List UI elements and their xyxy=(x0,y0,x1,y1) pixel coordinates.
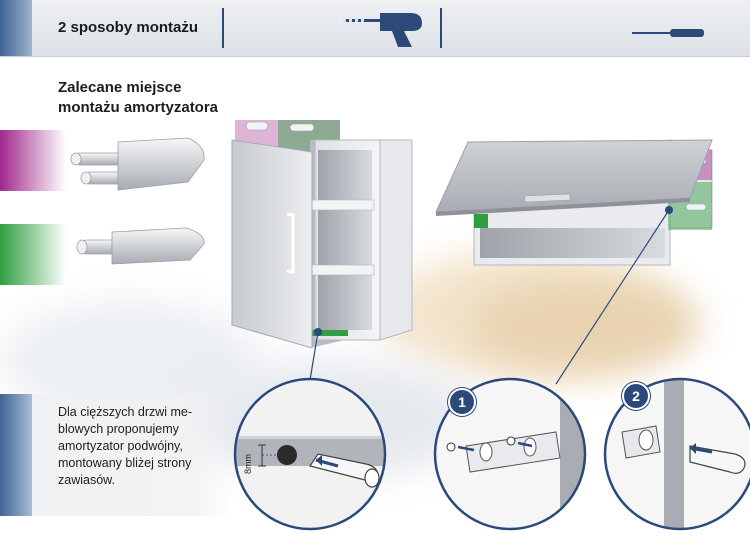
description-line: zawiasów. xyxy=(58,473,115,487)
detail-circle-door xyxy=(233,377,387,531)
description-panel xyxy=(0,394,235,516)
description-line: amortyzator podwójny, xyxy=(58,439,183,453)
magenta-band xyxy=(0,130,66,191)
callout-line xyxy=(555,209,670,385)
description-accent xyxy=(0,394,32,516)
description-line: blowych proponujemy xyxy=(58,422,179,436)
step-2-badge: 2 xyxy=(622,382,650,410)
description-text: Dla cięższych drzwi me- blowych proponuj… xyxy=(58,404,233,489)
page-title: 2 sposoby montażu xyxy=(58,19,199,36)
green-band xyxy=(0,224,66,285)
wall-cabinet-with-flap xyxy=(435,139,713,266)
description-line: Dla cięższych drzwi me- xyxy=(58,405,193,419)
screwdriver-icon xyxy=(632,29,704,37)
recommended-line-2: montażu amortyzatora xyxy=(58,99,219,116)
header-divider xyxy=(222,8,224,48)
callout-line xyxy=(309,331,319,381)
cabinet-with-door xyxy=(231,120,413,349)
header-accent xyxy=(0,0,32,56)
single-damper-image xyxy=(76,227,205,265)
header-bar: 2 sposoby montażu xyxy=(0,0,750,57)
drill-icon xyxy=(343,13,422,47)
description-line: montowany bliżej strony xyxy=(58,456,192,470)
recommended-position-title: Zalecane miejsce montażu amortyzatora xyxy=(58,78,218,118)
recommended-line-1: Zalecane miejsce xyxy=(58,79,182,96)
step-1-badge: 1 xyxy=(448,388,476,416)
background-blur xyxy=(470,280,700,370)
header-divider xyxy=(440,8,442,48)
double-damper-image xyxy=(70,137,205,191)
measurement-label: 8mm xyxy=(243,454,253,474)
